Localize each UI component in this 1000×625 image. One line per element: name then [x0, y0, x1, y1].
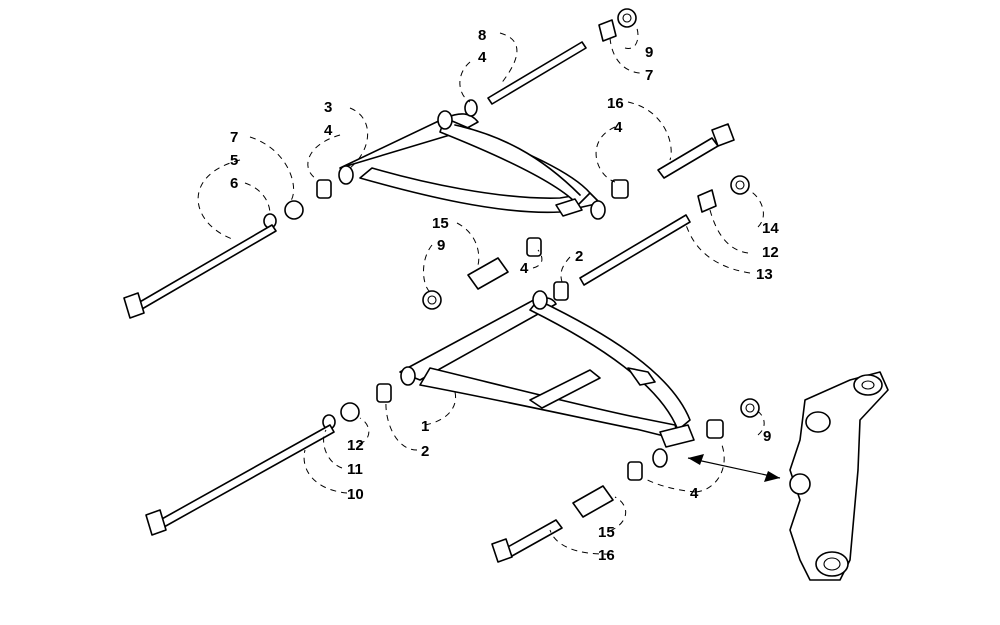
callout-9-top: 9 [645, 44, 653, 61]
bushing-4-right [611, 179, 629, 199]
callout-7-left: 7 [230, 129, 238, 146]
callout-5: 5 [230, 152, 238, 169]
callout-16-top: 16 [607, 95, 624, 112]
callout-12-left: 12 [347, 437, 364, 454]
nut-14 [730, 175, 750, 195]
callout-6: 6 [230, 175, 238, 192]
spacer-15-top [467, 257, 509, 290]
lower-a-arm [399, 290, 695, 468]
callout-1: 1 [421, 418, 429, 435]
bushing-4-lower-right [706, 419, 724, 439]
callout-12-right: 12 [762, 244, 779, 261]
spacer-12 [340, 402, 360, 422]
callout-10: 10 [347, 486, 364, 503]
shaft-13 [579, 214, 691, 286]
callout-2-top: 2 [575, 248, 583, 265]
nut-9-top [617, 8, 637, 28]
pivot-shaft-8 [487, 41, 587, 105]
callout-3: 3 [324, 99, 332, 116]
callout-9-lower: 9 [763, 428, 771, 445]
bolt-16-bottom [505, 519, 563, 557]
callout-8: 8 [478, 27, 486, 44]
connection-arrow [687, 454, 781, 482]
callout-4-top: 4 [478, 49, 487, 66]
callout-16-bottom: 16 [598, 547, 615, 564]
spacer-7 [284, 200, 304, 220]
callout-labels: 8 4 9 7 3 4 16 4 7 5 6 15 9 14 12 13 4 2… [230, 27, 779, 564]
bushing-4-mid [526, 237, 542, 257]
callout-13: 13 [756, 266, 773, 283]
callout-15-top: 15 [432, 215, 449, 232]
callout-15-bottom: 15 [598, 524, 615, 541]
spacer-15-bottom [572, 485, 614, 518]
spindle [789, 371, 889, 581]
bolt-5 [137, 224, 277, 310]
nut-9-lower [740, 398, 760, 418]
upper-a-arm [338, 110, 606, 220]
nut-9-mid [422, 290, 442, 310]
upper-arm-hardware [123, 8, 735, 319]
bushing-2-top [553, 281, 569, 301]
bushing-4-top [464, 99, 478, 117]
bolt-16-top [657, 137, 719, 179]
bushing-4-lower [627, 461, 643, 481]
callout-2-left: 2 [421, 443, 429, 460]
callout-14: 14 [762, 220, 779, 237]
callout-4-upper-left: 4 [324, 122, 333, 139]
callout-4-upper-right: 4 [614, 119, 623, 136]
leader-lines [197, 24, 765, 555]
callout-7-right: 7 [645, 67, 653, 84]
callout-11: 11 [347, 461, 363, 478]
callout-9-mid: 9 [437, 237, 445, 254]
bolt-10 [159, 424, 335, 528]
bushing-2-left [376, 383, 392, 403]
lower-arm-hardware [145, 175, 760, 563]
callout-4-lower: 4 [690, 485, 699, 502]
callout-4-mid: 4 [520, 260, 529, 277]
bushing-4-left [316, 179, 332, 199]
